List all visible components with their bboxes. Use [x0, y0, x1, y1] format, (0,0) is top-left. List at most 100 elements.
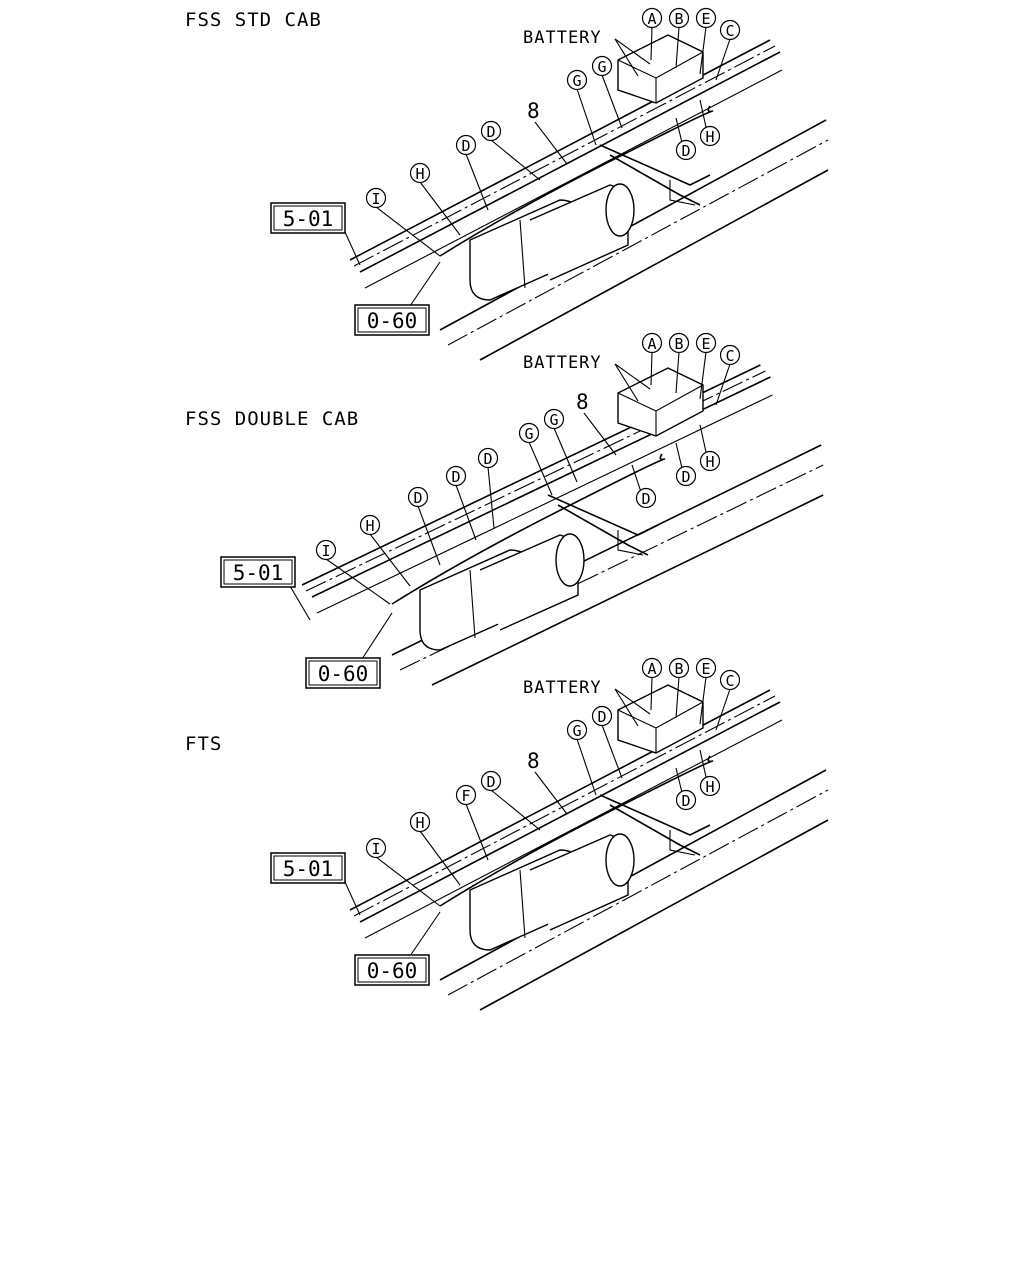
callout-leader [650, 676, 653, 711]
frame-rail-line [439, 769, 827, 981]
battery-box [617, 367, 704, 437]
part-number-leader [534, 121, 568, 165]
ref-frame-box-inner [223, 559, 293, 585]
callout-letter: D [461, 137, 470, 155]
callout-circle [566, 719, 588, 741]
frame-rail-line [316, 394, 773, 614]
ref-ground-label: 0-60 [367, 309, 418, 333]
callout-letter: G [572, 72, 581, 90]
tank-cap [555, 533, 585, 587]
callout-circle [566, 69, 588, 91]
callout-circle [699, 125, 721, 147]
ref-frame-label: 5-01 [283, 207, 334, 231]
callout-circle [675, 139, 697, 161]
ref-ground-leader [409, 261, 441, 307]
callout-leader [369, 533, 411, 587]
callout-leader [465, 803, 489, 861]
callout-circle [695, 332, 717, 354]
callout-letter: B [674, 660, 683, 678]
cross-member [669, 180, 696, 206]
frame-centerline [353, 45, 776, 267]
battery-label: BATTERY [523, 353, 602, 373]
callout-letter: D [681, 142, 690, 160]
frame-rail-line [479, 819, 829, 1011]
ref-frame-label: 5-01 [233, 561, 284, 585]
callout-letter: D [483, 450, 492, 468]
callout-leader [699, 26, 707, 75]
callout-letter: I [371, 840, 380, 858]
callout-leader [419, 181, 461, 236]
callout-circle [365, 187, 387, 209]
callout-leader [699, 676, 707, 725]
part-number: 8 [527, 749, 540, 773]
callout-leader [487, 466, 495, 529]
callout-letter: H [415, 814, 424, 832]
callout-leader [528, 441, 553, 496]
cross-member [547, 494, 659, 556]
battery-label: BATTERY [523, 28, 602, 48]
callout-letter: A [647, 660, 656, 678]
callout-leader [417, 505, 441, 566]
cross-member [617, 530, 644, 556]
callout-circle [409, 162, 431, 184]
callout-letter: B [674, 335, 683, 353]
callout-circle [695, 657, 717, 679]
callout-circle [668, 657, 690, 679]
callout-circle [315, 539, 337, 561]
callout-letter: D [413, 489, 422, 507]
callout-circle [409, 811, 431, 833]
cross-member [669, 830, 696, 856]
callout-circle [641, 657, 663, 679]
callout-leader [675, 26, 680, 69]
cross-member [599, 794, 711, 856]
callout-leader [601, 74, 623, 129]
callout-circle [719, 19, 741, 41]
callout-letter: G [597, 58, 606, 76]
callout-circle [407, 486, 429, 508]
frame-rail-line [359, 701, 781, 923]
callout-circle [455, 784, 477, 806]
callout-letter: G [572, 722, 581, 740]
callout-leader [650, 26, 653, 61]
battery-box-edge [617, 701, 704, 753]
ref-ground-box-inner [308, 660, 378, 686]
callout-leader [650, 351, 653, 386]
cross-member [599, 144, 711, 206]
callout-letter: B [674, 10, 683, 28]
callout-letter: A [647, 10, 656, 28]
battery-box [617, 34, 704, 104]
callout-leader [675, 351, 680, 394]
battery-leader [614, 363, 651, 390]
callout-circle [641, 332, 663, 354]
callout-circle [480, 120, 502, 142]
ref-frame-box [270, 852, 346, 884]
callout-circle [695, 7, 717, 29]
battery-leader [614, 688, 651, 715]
callout-letter: G [524, 425, 533, 443]
panel-title: FSS DOUBLE CAB [185, 408, 359, 430]
callout-circle [699, 450, 721, 472]
callout-circle [518, 422, 540, 444]
callout-letter: D [681, 468, 690, 486]
tank-band [469, 569, 476, 639]
callout-circle [668, 7, 690, 29]
callout-leader [601, 724, 623, 779]
battery-leader [614, 363, 639, 402]
callout-leader [675, 676, 680, 719]
part-number: 8 [527, 99, 540, 123]
battery-box [617, 684, 704, 754]
callout-letter: A [647, 335, 656, 353]
ref-ground-box [354, 954, 430, 986]
callout-letter: E [701, 335, 710, 353]
callout-letter: I [321, 542, 330, 560]
callout-letter: D [486, 123, 495, 141]
frame-rail-line [479, 169, 829, 361]
cable-harness [439, 105, 714, 257]
callout-leader [699, 351, 707, 400]
ref-frame-box-inner [273, 205, 343, 231]
panel-title: FTS [185, 733, 222, 755]
callout-circle [699, 775, 721, 797]
callout-circle [591, 55, 613, 77]
callout-letter: C [725, 672, 734, 690]
